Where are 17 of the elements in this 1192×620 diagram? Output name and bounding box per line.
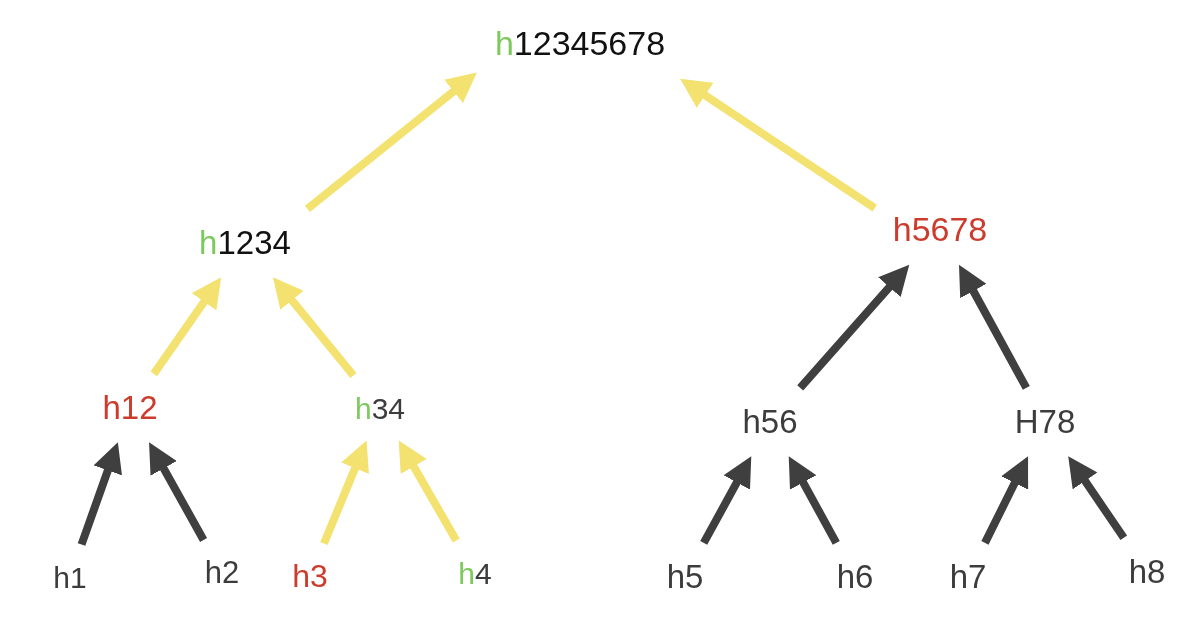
- hash-label: h12: [100, 389, 160, 427]
- hash-label: h8: [1126, 553, 1168, 591]
- hash-label: h34: [352, 391, 408, 425]
- hash-label: h4: [456, 556, 494, 590]
- hash-label: h56: [740, 403, 800, 441]
- hash-label: h12345678: [492, 25, 668, 63]
- hash-label: h6: [834, 558, 876, 596]
- hash-label: h3: [290, 559, 330, 595]
- arrow: [320, 438, 371, 545]
- hash-label: h7: [947, 558, 989, 596]
- hash-label: h5678: [890, 211, 990, 249]
- arrow: [77, 440, 122, 546]
- hash-label: h2: [202, 555, 242, 591]
- hash-label: h5: [664, 558, 706, 596]
- hash-label: h1234: [197, 224, 293, 262]
- hash-label: h1: [51, 560, 89, 594]
- hash-label: H78: [1012, 403, 1078, 441]
